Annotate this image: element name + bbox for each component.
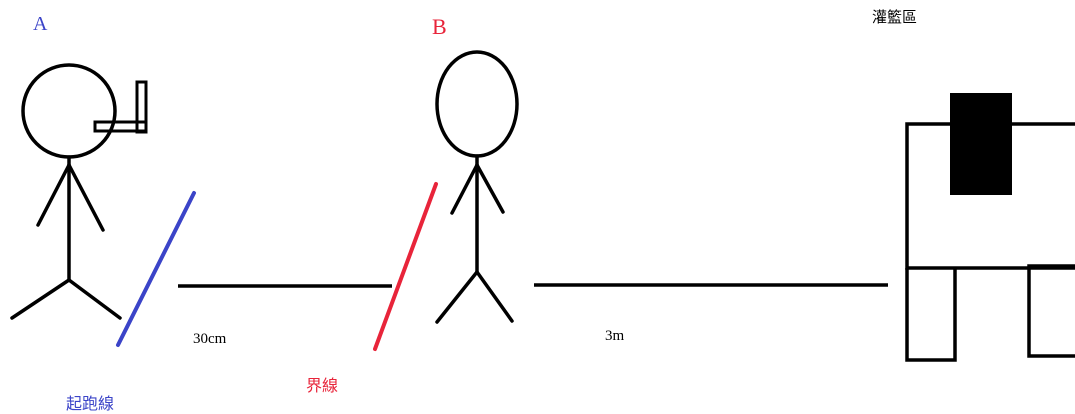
person-a-figure	[10, 63, 148, 320]
person-b-left-leg	[435, 270, 479, 324]
short-distance-label: 30cm	[193, 331, 227, 347]
person-b-head	[435, 50, 519, 158]
court-backboard	[950, 93, 1012, 195]
person-a-label: A	[33, 13, 48, 35]
person-a-head	[21, 63, 117, 159]
person-b-label: B	[432, 14, 447, 39]
start-line-label: 起跑線	[66, 394, 115, 413]
person-a-left-leg	[10, 278, 71, 320]
person-b-figure	[435, 50, 519, 324]
boundary-line-mark	[373, 182, 438, 351]
person-a-right-leg	[67, 278, 122, 320]
court-area-label: 灌籃區	[872, 8, 918, 26]
person-b-left-arm	[450, 163, 479, 215]
long-distance-label: 3m	[605, 328, 625, 344]
person-b-right-arm	[475, 163, 505, 214]
person-a-left-arm	[36, 163, 71, 227]
boundary-line-label: 界線	[306, 376, 339, 395]
court-left-leg	[905, 268, 957, 362]
person-a-held-object-horizontal	[93, 120, 148, 133]
court-right-leg	[1027, 264, 1075, 358]
court-structure	[905, 93, 1075, 362]
person-b-right-leg	[475, 270, 514, 323]
person-a-right-arm	[67, 163, 105, 232]
start-line-mark	[116, 191, 196, 347]
